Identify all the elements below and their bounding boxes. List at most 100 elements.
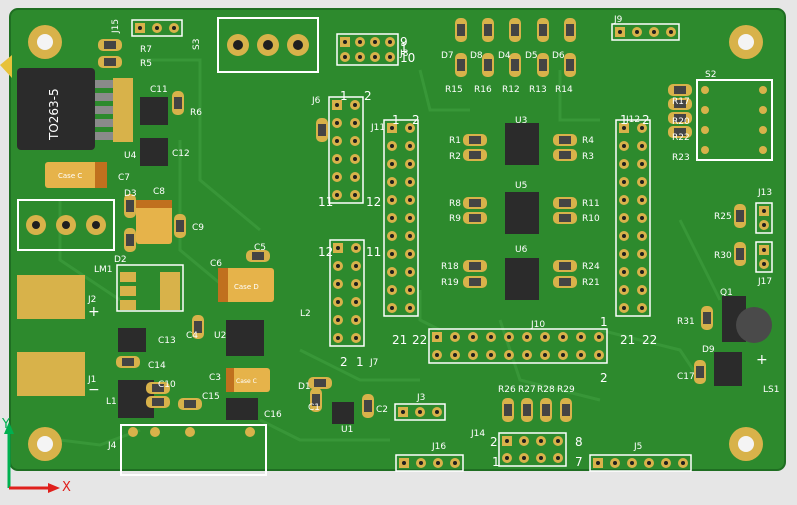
passive-7 [192,315,204,339]
passive-17 [509,18,521,42]
pin-number: 2 [364,89,372,103]
passive-45 [521,398,533,422]
passive-13 [362,394,374,418]
designator-u3: U3 [515,116,527,126]
designator-j6: J6 [311,96,321,106]
passive-20 [455,53,467,77]
designator-r18: R18 [441,262,459,272]
j9-header [611,23,680,41]
pin-number: 1 [400,41,408,55]
designator-j7: J7 [369,358,378,368]
passive-24 [564,53,576,77]
designator-r19: R19 [441,278,459,288]
designator-d9: D9 [702,345,715,355]
pin-number: 1 [620,113,628,127]
pin-number: 12 [366,195,381,209]
designator-j8: J8 [399,49,409,59]
passive-12 [310,388,322,412]
copper-traces [58,58,722,447]
pin-number: 12 [318,245,333,259]
designator-r4: R4 [582,136,594,146]
passive-3 [124,194,136,218]
designator-d5: D5 [525,51,538,61]
designator-c3: C3 [209,373,221,383]
designator-r1: R1 [449,136,461,146]
s3-connector [217,17,319,73]
designator-l2: L2 [300,309,311,319]
pin-number: 2 [340,355,348,369]
to263-body-label: TO263-5 [47,88,61,141]
passive-15 [455,18,467,42]
designator-c8: C8 [153,187,165,197]
passive-25 [463,134,487,146]
designator-c5: C5 [254,243,266,253]
mounting-hole-bottom-left [28,427,62,461]
pin-number: 11 [366,245,381,259]
passive-1 [98,56,122,68]
tantalum-cap-c3: Case C [226,368,270,392]
designator-j4: J4 [107,441,117,451]
pin-number: 8 [575,435,583,449]
mounting-hole-top-left [28,25,62,59]
designator-s2: S2 [705,70,716,80]
tantalum-cap-c8 [136,200,172,244]
designator-r11: R11 [582,199,600,209]
j3-header [394,403,446,421]
pin-number: 2 [412,113,420,127]
designator-r23: R23 [672,153,690,163]
designator-q1: Q1 [720,288,733,298]
designator-r24: R24 [582,262,600,272]
passive-30 [463,212,487,224]
tantalum-cap-c6: Case D [218,268,274,302]
designator-r16: R16 [474,85,492,95]
pin-number: 2 [490,435,498,449]
passive-43 [701,306,713,330]
pin-headers [131,19,773,472]
passive-46 [540,398,552,422]
axis-indicator: Y X [1,417,71,495]
pin-number: 22 [412,333,427,347]
passive-18 [537,18,549,42]
tantalum-label-c3: Case C [236,378,257,385]
passive-49 [316,118,328,142]
pin-number: 1 [340,89,348,103]
pin-number: 10 [400,51,415,65]
designator-u6: U6 [515,245,528,255]
designator-r3: R3 [582,152,594,162]
designator-j15: J15 [111,19,121,34]
designator-r12: R12 [502,85,520,95]
mounting-holes [28,25,763,461]
passive-19 [564,18,576,42]
designator-d7: D7 [441,51,454,61]
designator-r8: R8 [449,199,461,209]
polarity-mark: − [88,382,100,398]
designator-l1: L1 [106,397,117,407]
designator-c1: C1 [308,403,320,413]
designator-r17: R17 [672,97,690,107]
designator-d3: D3 [124,189,137,199]
designator-u5: U5 [515,181,527,191]
j7-header [329,239,365,347]
passive-44 [502,398,514,422]
designator-j11: J11 [370,123,385,133]
designator-c17: C17 [677,372,695,382]
tantalum-label-c7: Case C [58,172,82,180]
passive-4 [124,228,136,252]
polarity-mark: + [88,304,100,320]
passive-8 [116,356,140,368]
passive-11 [178,398,202,410]
pin-number: 21 [620,333,635,347]
power-terminal-block [17,199,115,251]
passive-41 [734,204,746,228]
j17-header [755,241,773,273]
designator-c9: C9 [192,223,204,233]
passive-28 [553,149,577,161]
passive-21 [482,53,494,77]
passive-39 [668,112,692,124]
designator-d6: D6 [552,51,565,61]
passive-22 [509,53,521,77]
designator-r25: R25 [714,212,732,222]
